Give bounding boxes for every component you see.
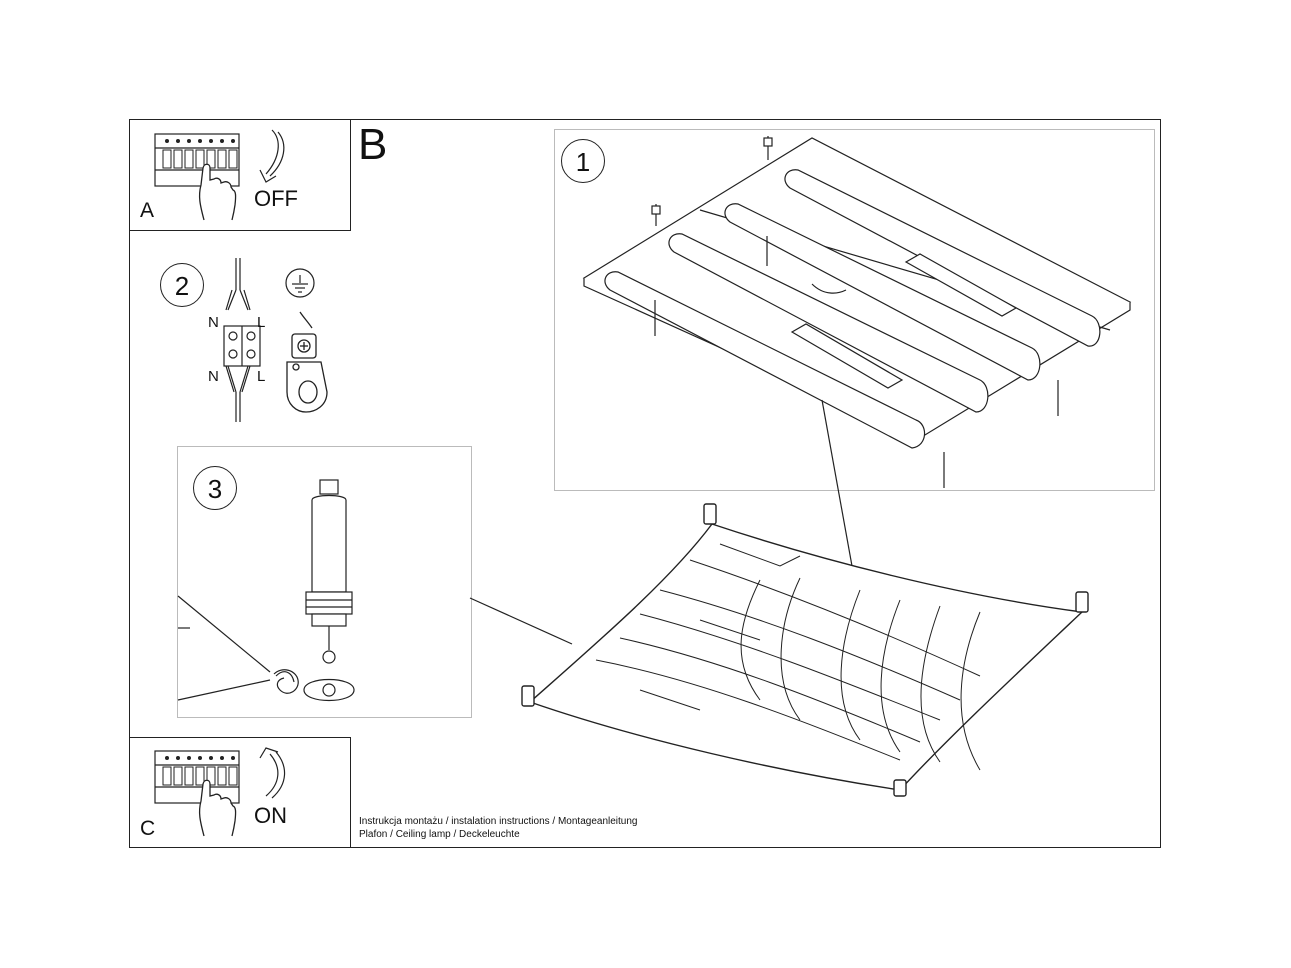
instruction-frame [129, 119, 1161, 848]
hand-icon [198, 163, 237, 221]
panel-power-on [129, 737, 351, 848]
arrow-up-icon [259, 747, 286, 799]
glass-shade-icon [521, 503, 1089, 797]
leader-line [821, 399, 853, 567]
section-c-label: C [140, 817, 156, 840]
terminal-block-icon [223, 258, 261, 422]
neutral-label-bottom: N [208, 368, 219, 385]
breaker-box-icon [154, 750, 240, 804]
light-tube-icon [305, 479, 353, 664]
breaker-box-icon [154, 133, 240, 187]
step-3-number: 3 [193, 466, 237, 510]
hand-icon [198, 779, 237, 837]
step-2-number: 2 [160, 263, 204, 307]
lamp-frame-icon [582, 136, 1132, 488]
ground-symbol-icon [285, 268, 315, 298]
panel-step-3 [177, 446, 472, 718]
leader-line [469, 597, 573, 645]
step-1-number: 1 [561, 139, 605, 183]
live-label-top: L [257, 314, 266, 331]
panel-power-off [129, 119, 351, 231]
power-off-label: OFF [254, 186, 298, 211]
ground-terminal-icon [286, 311, 328, 413]
panel-step-1 [554, 129, 1155, 491]
live-label-bottom: L [257, 368, 266, 385]
section-a-label: A [140, 199, 155, 222]
caption-subtitle: Plafon / Ceiling lamp / Deckeleuchte [359, 829, 520, 840]
neutral-label-top: N [208, 314, 219, 331]
section-b-label: B [358, 120, 388, 169]
ceiling-plate-icon [177, 595, 355, 701]
power-on-label: ON [254, 803, 287, 828]
arrow-down-icon [259, 129, 285, 183]
caption-title: Instrukcja montażu / instalation instruc… [359, 816, 638, 827]
